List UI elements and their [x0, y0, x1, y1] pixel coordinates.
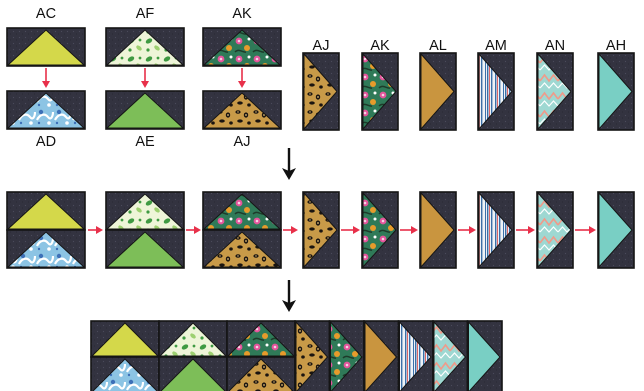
- sewn-top-AF: [159, 321, 227, 357]
- unit-AN: [537, 192, 573, 268]
- sewn-bottom-AD: [91, 357, 159, 391]
- block-AN: [537, 53, 573, 130]
- block-AK: [362, 53, 398, 130]
- right-arrow-icon: [283, 226, 298, 234]
- right-arrow-icon: [575, 226, 596, 234]
- down-arrow-icon-step-2: [282, 280, 296, 312]
- sewn-AK: [330, 321, 365, 391]
- fabric-label-AM-3: AM: [485, 38, 507, 54]
- block-AJ: [203, 91, 281, 129]
- sewn-top-AC: [91, 321, 159, 357]
- fabric-label-AL-2: AL: [429, 38, 447, 54]
- unit-top-AC: [7, 192, 85, 230]
- block-AJ: [303, 53, 339, 130]
- unit-bottom-AJ: [203, 230, 281, 268]
- unit-AJ: [303, 192, 339, 268]
- sewn-bottom-AJ: [227, 357, 295, 391]
- fabric-label-AJ-0: AJ: [313, 38, 330, 54]
- down-arrow-icon-step-1: [282, 148, 296, 180]
- sewn-bottom-AE: [159, 357, 227, 391]
- fabric-label-AC: AC: [36, 6, 56, 22]
- block-AL: [420, 53, 456, 130]
- sewn-AJ: [295, 321, 330, 391]
- unit-bottom-AD: [7, 230, 85, 268]
- unit-AK: [362, 192, 398, 268]
- fabric-label-AE: AE: [135, 134, 155, 150]
- down-arrow-icon: [42, 68, 50, 88]
- fabric-label-AN-4: AN: [545, 38, 565, 54]
- block-AH: [598, 53, 634, 130]
- sewn-AH: [468, 321, 503, 391]
- right-arrow-icon: [516, 226, 535, 234]
- right-arrow-icon: [458, 226, 476, 234]
- block-AE: [106, 91, 184, 129]
- unit-AL: [420, 192, 456, 268]
- sewn-AN: [433, 321, 468, 391]
- block-AF: [106, 28, 184, 66]
- sewn-AM: [399, 321, 434, 391]
- unit-top-AF: [106, 192, 184, 230]
- right-arrow-icon: [186, 226, 201, 234]
- block-AD: [7, 91, 85, 129]
- unit-top-AK: [203, 192, 281, 230]
- right-arrow-icon: [341, 226, 360, 234]
- fabric-label-AK: AK: [232, 6, 252, 22]
- unit-AH: [598, 192, 634, 268]
- fabric-label-AD: AD: [36, 134, 56, 150]
- down-arrow-icon: [141, 68, 149, 88]
- right-arrow-icon: [88, 226, 103, 234]
- fabric-label-AH-5: AH: [606, 38, 626, 54]
- down-arrow-icon: [238, 68, 246, 88]
- sewn-top-AK: [227, 321, 295, 357]
- sewn-AL: [364, 321, 399, 391]
- block-AC: [7, 28, 85, 66]
- right-arrow-icon: [400, 226, 418, 234]
- unit-bottom-AE: [106, 230, 184, 268]
- unit-AM: [478, 192, 514, 268]
- block-AK: [203, 28, 281, 66]
- diagram-layer: AC AD AF AE AK AJ AJ AK AL AM AN AH: [7, 6, 634, 391]
- fabric-label-AK-1: AK: [370, 38, 390, 54]
- fabric-label-AF: AF: [136, 6, 155, 22]
- fabric-label-AJ: AJ: [234, 134, 251, 150]
- block-AM: [478, 53, 514, 130]
